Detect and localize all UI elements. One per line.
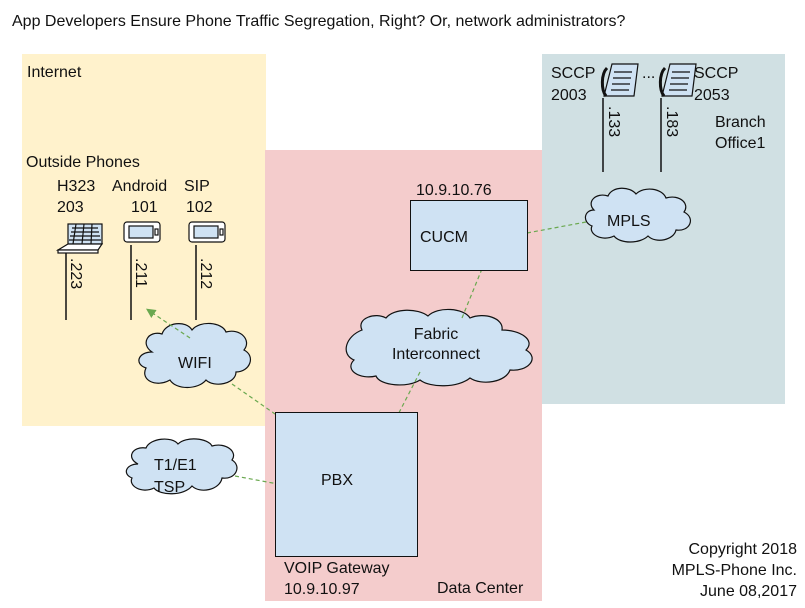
desk-phone-icon — [658, 63, 697, 97]
android-proto-label: Android — [112, 178, 168, 195]
h323-proto-label: H323 — [57, 178, 96, 195]
pbx-label: PBX — [321, 472, 354, 489]
t1-e1-cloud-label-line1: T1/E1 — [154, 457, 197, 474]
copyright-line2: MPLS-Phone Inc. — [671, 562, 797, 579]
t1-e1-cloud — [125, 438, 238, 495]
cucm-label: CUCM — [420, 229, 468, 246]
branch-left-ip-suffix: .133 — [605, 106, 622, 138]
laptop-icon — [55, 223, 104, 254]
sip-proto-label: SIP — [184, 178, 210, 195]
fabric-cloud — [345, 308, 533, 387]
branch-left-proto: SCCP — [551, 65, 596, 82]
voip-gateway-ip: 10.9.10.97 — [284, 581, 360, 598]
desk-phone-icon — [600, 63, 639, 97]
internet-zone-label: Internet — [27, 64, 82, 81]
link-wifi-to-h323 — [146, 308, 191, 339]
wifi-cloud — [138, 322, 252, 389]
mpls-cloud — [584, 187, 692, 243]
mobile-phone-icon — [123, 221, 161, 243]
outside-phone-wires — [65, 98, 662, 320]
pbx-box — [275, 412, 418, 557]
copyright-line3: June 08,2017 — [700, 583, 797, 600]
sip-ip-suffix: .212 — [197, 258, 214, 290]
android-ip-suffix: .211 — [132, 258, 149, 288]
branch-zone-label-line2: Office1 — [715, 135, 766, 152]
outside-phones-label: Outside Phones — [26, 154, 140, 171]
fabric-cloud-label-line2: Interconnect — [391, 346, 481, 363]
branch-right-proto: SCCP — [694, 65, 739, 82]
branch-phones-ellipsis: ... — [642, 65, 656, 82]
branch-left-ext: 2003 — [551, 87, 587, 104]
t1-e1-cloud-label-line2: TSP — [154, 479, 186, 496]
data-center-zone-label: Data Center — [437, 580, 524, 597]
h323-ext-label: 203 — [57, 199, 84, 216]
mobile-phone-icon — [188, 221, 226, 243]
branch-right-ip-suffix: .183 — [663, 106, 680, 138]
cucm-box — [410, 200, 528, 271]
android-ext-label: 101 — [131, 199, 158, 216]
sip-ext-label: 102 — [186, 199, 213, 216]
wifi-cloud-label: WIFI — [178, 355, 212, 372]
mpls-cloud-label: MPLS — [607, 213, 651, 230]
cucm-ip-label: 10.9.10.76 — [416, 182, 492, 199]
h323-ip-suffix: .223 — [67, 258, 84, 290]
branch-zone-label-line1: Branch — [715, 114, 766, 131]
copyright-line1: Copyright 2018 — [688, 541, 797, 558]
voip-gateway-label: VOIP Gateway — [284, 560, 390, 577]
branch-right-ext: 2053 — [694, 87, 730, 104]
fabric-cloud-label-line1: Fabric — [413, 326, 459, 343]
page-title: App Developers Ensure Phone Traffic Segr… — [12, 13, 626, 30]
